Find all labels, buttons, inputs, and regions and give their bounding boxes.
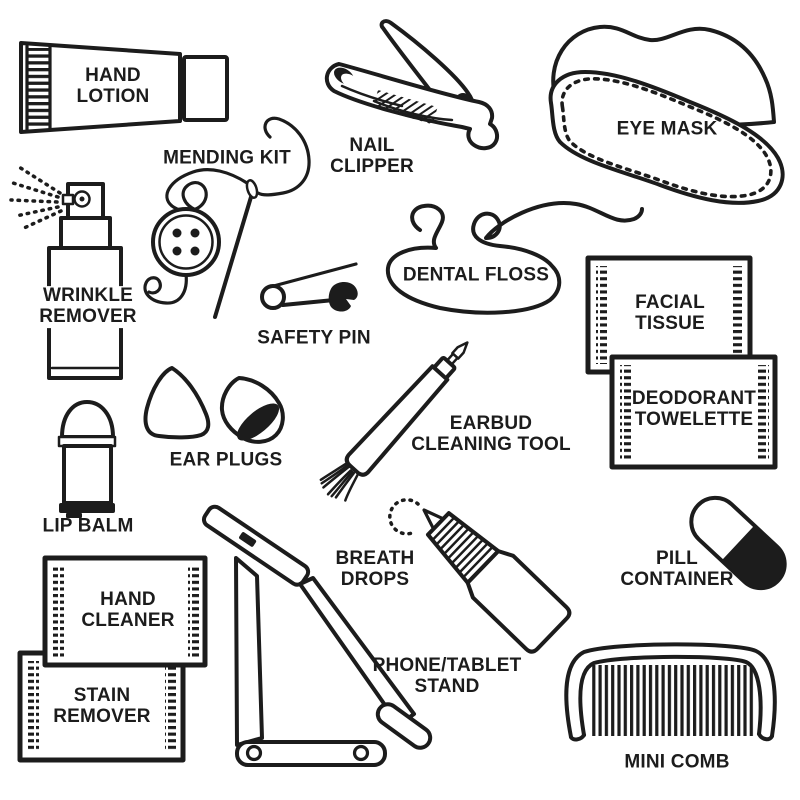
wrinkle-remover-illustration (9, 165, 123, 380)
nail-clipper-label: NAIL CLIPPER (330, 135, 414, 177)
breath-drops-illustration (388, 498, 572, 654)
mending-kit-label: MENDING KIT (163, 147, 291, 169)
mini-comb-label: MINI COMB (624, 751, 730, 773)
dental-floss-illustration (385, 201, 644, 315)
facial-tissue-label: FACIAL TISSUE (635, 292, 705, 334)
lip-balm-label: LIP BALM (42, 515, 134, 537)
earbud-cleaning-tool-illustration (319, 341, 469, 502)
dental-floss-label: DENTAL FLOSS (402, 264, 550, 286)
ear-plugs-label: EAR PLUGS (169, 449, 283, 471)
pill-container-label: PILL CONTAINER (620, 548, 734, 590)
lip-balm-illustration (57, 400, 117, 518)
hand-lotion-illustration (19, 41, 229, 134)
wrinkle-remover-label: WRINKLE REMOVER (36, 285, 140, 328)
eye-mask-illustration (548, 24, 785, 205)
deodorant-towelette-illustration (609, 354, 778, 470)
safety-pin-label: SAFETY PIN (257, 327, 371, 349)
hand-lotion-label: HAND LOTION (76, 65, 150, 107)
phone-tablet-stand-label: PHONE/TABLET STAND (372, 655, 522, 697)
mending-kit-illustration (143, 116, 311, 319)
ear-plugs-illustration (143, 366, 285, 444)
pill-container-illustration (689, 495, 787, 591)
earbud-cleaning-tool-label: EARBUD CLEANING TOOL (411, 413, 571, 455)
stain-remover-label: STAIN REMOVER (53, 685, 151, 727)
breath-drops-label: BREATH DROPS (335, 548, 415, 590)
deodorant-towelette-label: DEODORANT TOWELETTE (631, 388, 757, 430)
eye-mask-label: EYE MASK (616, 118, 718, 140)
nail-clipper-illustration (324, 19, 500, 151)
phone-tablet-stand-illustration (201, 504, 433, 767)
hand-cleaner-label: HAND CLEANER (81, 589, 175, 631)
facial-tissue-illustration (585, 255, 753, 375)
hand-cleaner-illustration (42, 555, 208, 668)
safety-pin-illustration (260, 262, 358, 312)
stain-remover-illustration (17, 650, 186, 763)
mini-comb-illustration (564, 642, 777, 742)
